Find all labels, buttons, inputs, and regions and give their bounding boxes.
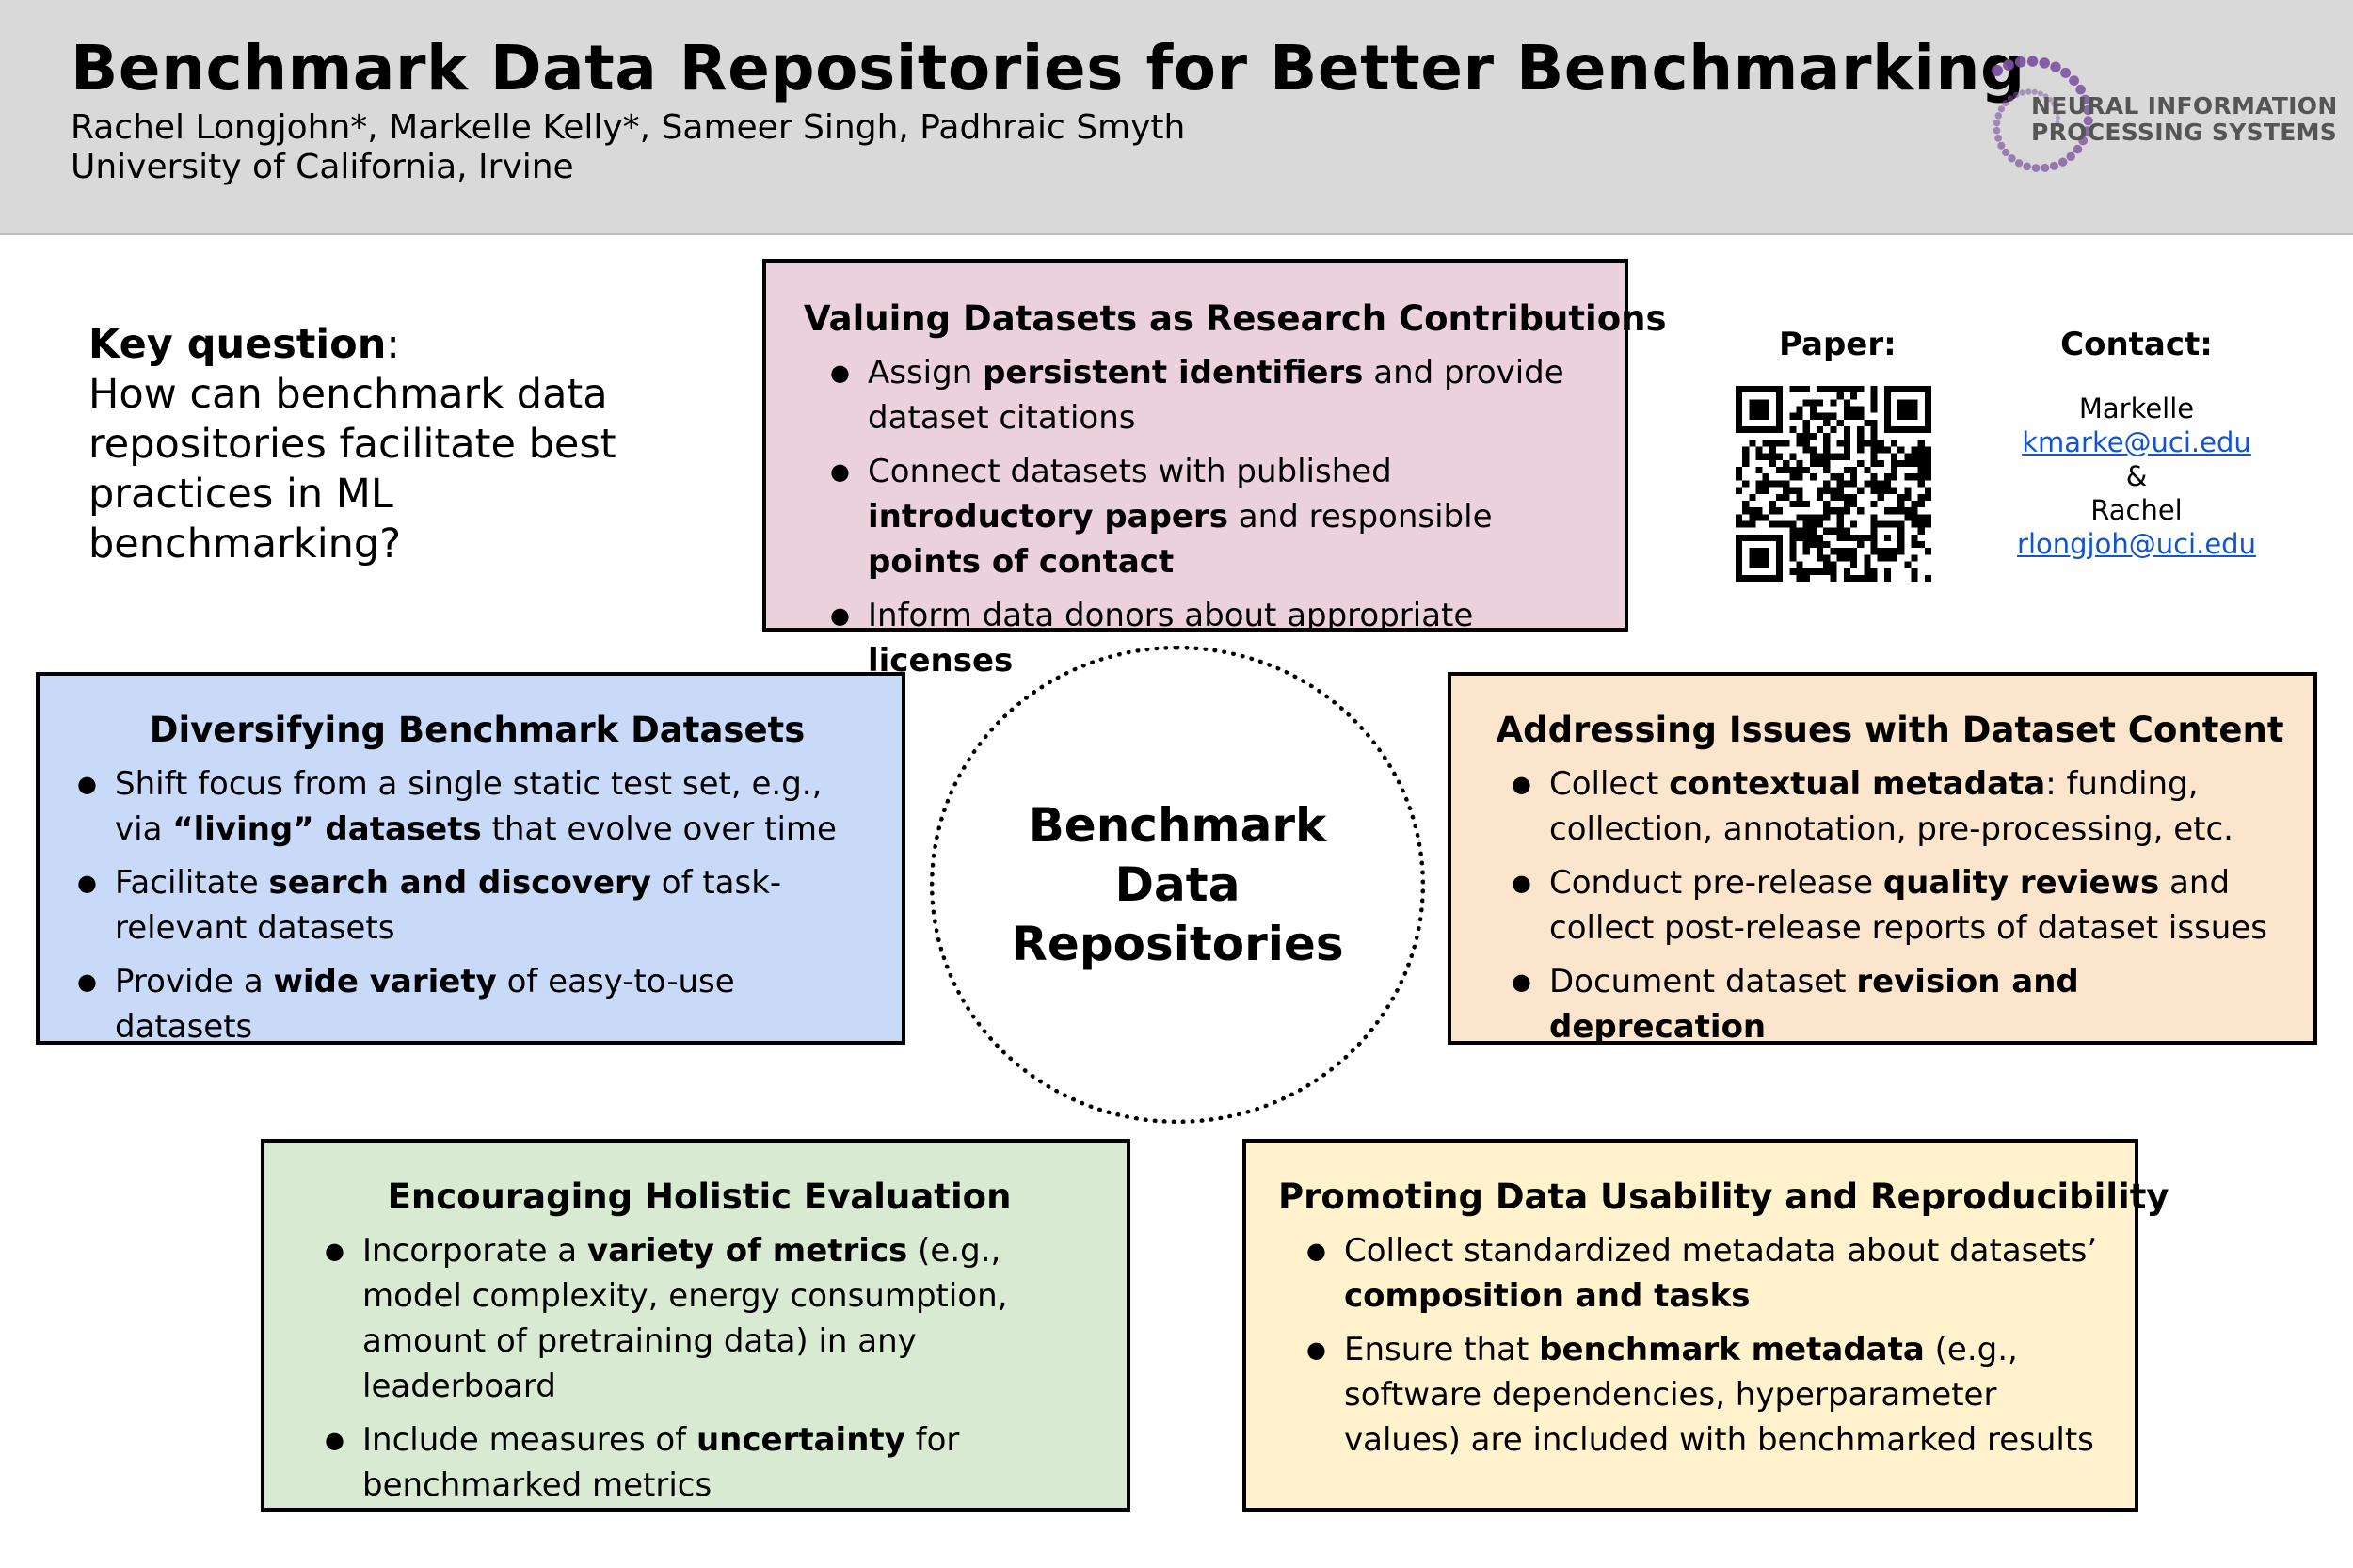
bullet-list: Assign persistent identifiers and provid…	[804, 350, 1600, 683]
bullet-item: Shift focus from a single static test se…	[77, 761, 877, 852]
bullet-item: Document dataset revision and deprecatio…	[1512, 959, 2297, 1049]
logo-text-line2: PROCESSING SYSTEMS	[2031, 119, 2338, 146]
bullet-item: Incorporate a variety of metrics (e.g., …	[325, 1228, 1102, 1409]
bullet-item: Assign persistent identifiers and provid…	[830, 350, 1600, 440]
key-question-text: How can benchmark data repositories faci…	[88, 371, 616, 568]
box-usability-reproducibility: Promoting Data Usability and Reproducibi…	[1242, 1139, 2169, 1512]
box-title: Diversifying Benchmark Datasets	[149, 710, 806, 750]
bullet-list: Incorporate a variety of metrics (e.g., …	[325, 1228, 1102, 1508]
box-title: Valuing Datasets as Research Contributio…	[804, 298, 1667, 339]
authors: Rachel Longjohn*, Markelle Kelly*, Samee…	[71, 108, 1186, 147]
center-circle: Benchmark Data Repositories	[930, 646, 1425, 1124]
neurips-mark-icon	[1992, 56, 2093, 172]
bullet-item: Include measures of uncertainty for benc…	[325, 1417, 1102, 1508]
bullet-list: Collect contextual metadata: funding, co…	[1512, 761, 2297, 1049]
qr-code-icon[interactable]	[1736, 386, 1931, 582]
box-holistic-evaluation: Encouraging Holistic Evaluation Incorpor…	[261, 1139, 1130, 1512]
bullet-item: Facilitate search and discovery of task-…	[77, 860, 877, 951]
key-question-colon: :	[386, 321, 400, 368]
neurips-logo: NEURAL INFORMATION PROCESSING SYSTEMS	[1958, 38, 2337, 198]
email-link-markelle[interactable]: kmarke@uci.edu	[2022, 426, 2251, 458]
contact-name-markelle: Markelle	[2078, 392, 2195, 424]
contact-name-rachel: Rachel	[2090, 494, 2183, 526]
bullet-item: Connect datasets with published introduc…	[830, 449, 1600, 584]
box-valuing-datasets: Valuing Datasets as Research Contributio…	[762, 259, 1667, 680]
box-title: Promoting Data Usability and Reproducibi…	[1278, 1176, 2169, 1217]
contact-block: Contact: Markelle kmarke@uci.edu & Rache…	[1995, 326, 2278, 561]
bullet-item: Collect contextual metadata: funding, co…	[1512, 761, 2297, 852]
paper-label: Paper:	[1779, 326, 1897, 363]
email-link-rachel[interactable]: rlongjoh@uci.edu	[2017, 528, 2256, 560]
contact-ampersand: &	[2125, 460, 2148, 492]
bullet-item: Inform data donors about appropriate lic…	[830, 593, 1600, 683]
bullet-item: Ensure that benchmark metadata (e.g., so…	[1306, 1327, 2110, 1463]
poster-title: Benchmark Data Repositories for Better B…	[71, 32, 2025, 104]
affiliation: University of California, Irvine	[71, 148, 574, 186]
key-question-label: Key question	[88, 321, 387, 368]
contact-label: Contact:	[2060, 326, 2213, 363]
bullet-list: Collect standardized metadata about data…	[1306, 1228, 2110, 1463]
logo-text-line1: NEURAL INFORMATION	[2031, 92, 2338, 120]
box-diversifying-benchmarks: Diversifying Benchmark Datasets Shift fo…	[36, 672, 905, 1046]
bullet-item: Conduct pre-release quality reviews and …	[1512, 860, 2297, 951]
bullet-item: Collect standardized metadata about data…	[1306, 1228, 2110, 1319]
box-title: Addressing Issues with Dataset Content	[1496, 710, 2284, 750]
bullet-list: Shift focus from a single static test se…	[77, 761, 877, 1049]
poster-header: Benchmark Data Repositories for Better B…	[0, 0, 2353, 235]
box-dataset-content-issues: Addressing Issues with Dataset Content C…	[1448, 672, 2317, 1046]
box-title: Encouraging Holistic Evaluation	[387, 1176, 1012, 1217]
key-question: Key question: How can benchmark data rep…	[88, 320, 691, 569]
bullet-item: Provide a wide variety of easy-to-use da…	[77, 959, 877, 1049]
center-title: Benchmark Data Repositories	[1011, 797, 1344, 971]
